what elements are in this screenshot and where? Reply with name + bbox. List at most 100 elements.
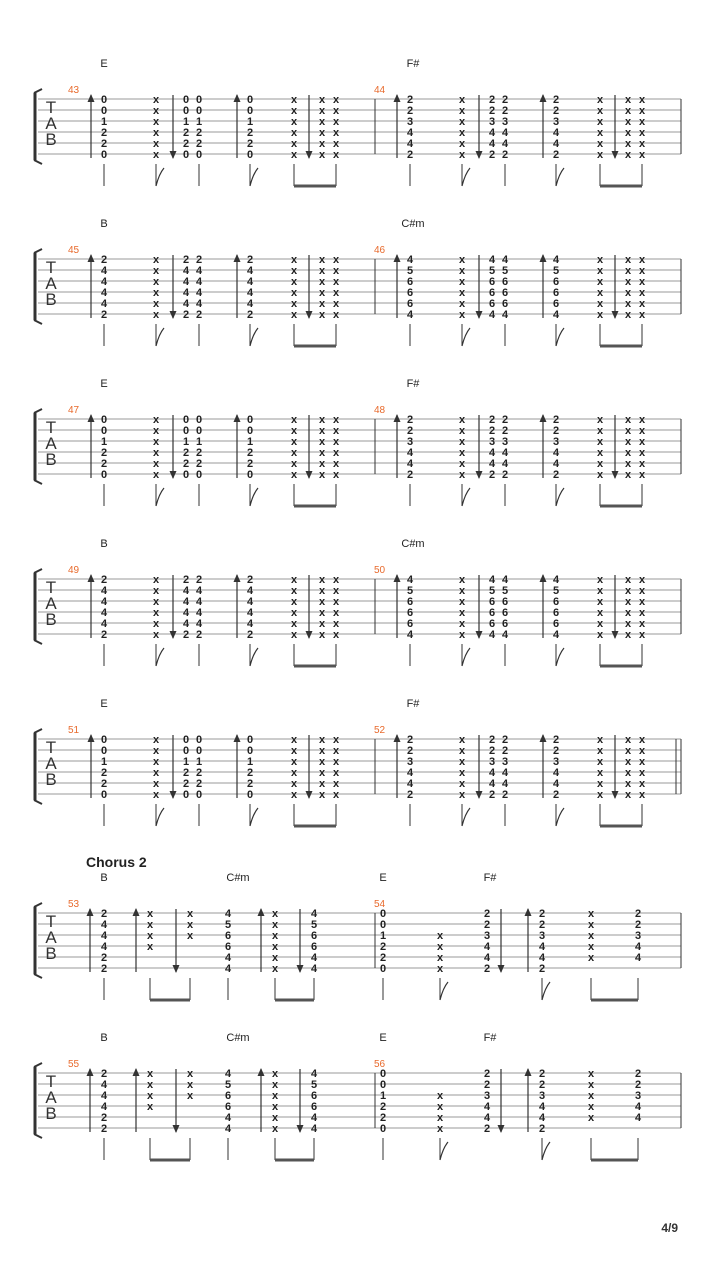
fret-number: 3 [502, 116, 508, 128]
fret-number: 2 [484, 919, 490, 931]
muted-string-mark: x [639, 447, 646, 459]
muted-string-mark: x [291, 425, 298, 437]
muted-string-mark: x [459, 127, 466, 139]
fret-number: 2 [196, 574, 202, 586]
fret-number: 1 [183, 756, 189, 768]
note-flag [155, 167, 165, 187]
measure-number: 48 [374, 405, 386, 416]
muted-string-mark: x [319, 767, 326, 779]
fret-number: 4 [484, 1112, 491, 1124]
fret-number: 4 [502, 309, 509, 321]
strum-up-arrow [393, 734, 401, 742]
note-flag [555, 807, 565, 827]
fret-number: x [187, 908, 194, 920]
muted-string-mark: x [319, 287, 326, 299]
fret-number: 4 [196, 607, 203, 619]
fret-number: 4 [101, 298, 108, 310]
fret-number: 0 [101, 425, 107, 437]
muted-string-mark: x [153, 458, 160, 470]
fret-number: x [147, 1101, 154, 1113]
note-flag [541, 1141, 551, 1161]
muted-string-mark: x [291, 149, 298, 161]
fret-number: 4 [489, 447, 496, 459]
muted-string-mark: x [625, 94, 632, 106]
fret-number: 2 [101, 1068, 107, 1080]
muted-string-mark: x [319, 618, 326, 630]
tab-clef-letter: B [45, 610, 56, 629]
note-flag [555, 327, 565, 347]
measure-number: 44 [374, 85, 386, 96]
fret-number: 6 [407, 298, 413, 310]
fret-number: 5 [489, 265, 495, 277]
fret-number: 6 [553, 276, 559, 288]
muted-string-mark: x [333, 116, 340, 128]
fret-number: 4 [225, 1068, 232, 1080]
fret-number: x [588, 1090, 595, 1102]
fret-number: 5 [407, 585, 413, 597]
fret-number: 6 [553, 607, 559, 619]
muted-string-mark: x [291, 585, 298, 597]
fret-number: 4 [101, 596, 108, 608]
note-flag [155, 487, 165, 507]
fret-number: 4 [183, 607, 190, 619]
muted-string-mark: x [639, 105, 646, 117]
muted-string-mark: x [153, 127, 160, 139]
muted-string-mark: x [625, 309, 632, 321]
fret-number: 4 [407, 767, 414, 779]
fret-number: 2 [101, 447, 107, 459]
fret-number: 2 [407, 149, 413, 161]
measure-number: 47 [68, 405, 80, 416]
muted-string-mark: x [459, 585, 466, 597]
fret-number: 1 [101, 436, 107, 448]
fret-number: 0 [380, 1123, 386, 1135]
muted-string-mark: x [459, 734, 466, 746]
measure-number: 56 [374, 1059, 386, 1070]
strum-up-arrow [86, 1068, 94, 1076]
muted-string-mark: x [333, 778, 340, 790]
note-flag [461, 167, 471, 187]
muted-string-mark: x [459, 254, 466, 266]
fret-number: 0 [101, 469, 107, 481]
fret-number: 2 [489, 789, 495, 801]
strum-down-arrow [611, 311, 619, 319]
fret-number: x [588, 930, 595, 942]
fret-number: 6 [311, 941, 317, 953]
muted-string-mark: x [459, 618, 466, 630]
muted-string-mark: x [625, 298, 632, 310]
strum-up-arrow [233, 94, 241, 102]
tab-clef-letter: B [45, 1104, 56, 1123]
fret-number: 0 [247, 745, 253, 757]
fret-number: 0 [196, 149, 202, 161]
fret-number: x [437, 930, 444, 942]
muted-string-mark: x [597, 585, 604, 597]
fret-number: 2 [489, 734, 495, 746]
staff-bracket-hook [33, 728, 43, 734]
muted-string-mark: x [639, 116, 646, 128]
muted-string-mark: x [625, 734, 632, 746]
fret-number: 5 [311, 919, 317, 931]
strum-down-arrow [305, 471, 313, 479]
fret-number: 4 [101, 276, 108, 288]
muted-string-mark: x [291, 607, 298, 619]
strum-up-arrow [233, 734, 241, 742]
fret-number: 3 [407, 436, 413, 448]
muted-string-mark: x [597, 425, 604, 437]
fret-number: 6 [311, 1101, 317, 1113]
muted-string-mark: x [625, 745, 632, 757]
fret-number: 4 [553, 309, 560, 321]
muted-string-mark: x [597, 287, 604, 299]
muted-string-mark: x [625, 629, 632, 641]
fret-number: 5 [553, 585, 559, 597]
fret-number: 1 [380, 1090, 386, 1102]
fret-number: 4 [502, 458, 509, 470]
note-flag [155, 647, 165, 667]
fret-number: 2 [247, 629, 253, 641]
muted-string-mark: x [291, 414, 298, 426]
chord-name: F# [407, 698, 421, 710]
fret-number: 2 [489, 94, 495, 106]
fret-number: x [272, 1079, 279, 1091]
fret-number: x [588, 919, 595, 931]
muted-string-mark: x [153, 629, 160, 641]
fret-number: 3 [484, 930, 490, 942]
muted-string-mark: x [625, 276, 632, 288]
